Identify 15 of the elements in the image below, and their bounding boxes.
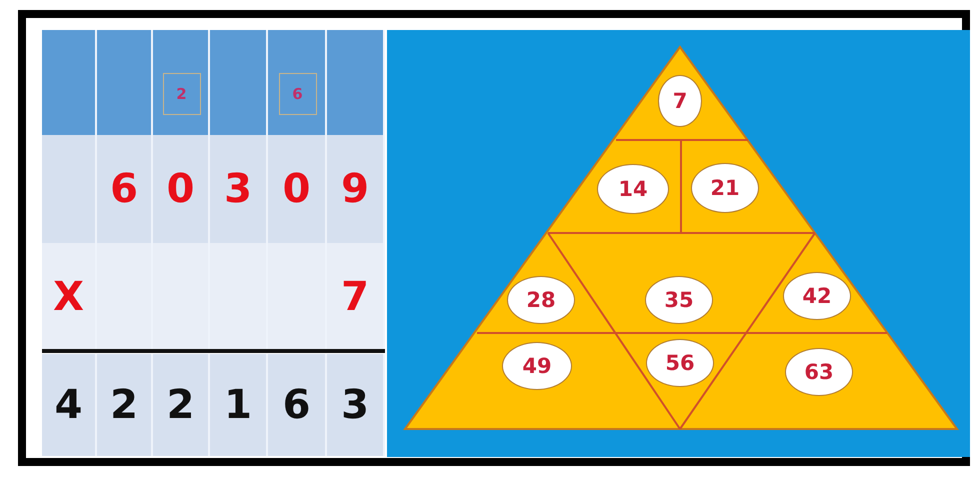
carry-box: 6	[278, 73, 316, 115]
digit-cell: 3	[210, 135, 268, 243]
digit-cell: 2	[97, 354, 153, 456]
digit-cell: 6	[268, 354, 327, 456]
digit-cell: 7	[327, 243, 385, 350]
digit-cell: 4	[42, 354, 97, 456]
digit-cell: X	[42, 243, 97, 350]
digit-cell: 0	[268, 135, 327, 243]
digit-cell: 0	[153, 135, 210, 243]
digit-cell: 1	[210, 354, 268, 456]
carry-box: 2	[162, 73, 200, 115]
digit-cell: 9	[327, 135, 385, 243]
digit-cell: 3	[327, 354, 385, 456]
digit-cell: 2	[153, 354, 210, 456]
digit-cell: 6	[97, 135, 153, 243]
